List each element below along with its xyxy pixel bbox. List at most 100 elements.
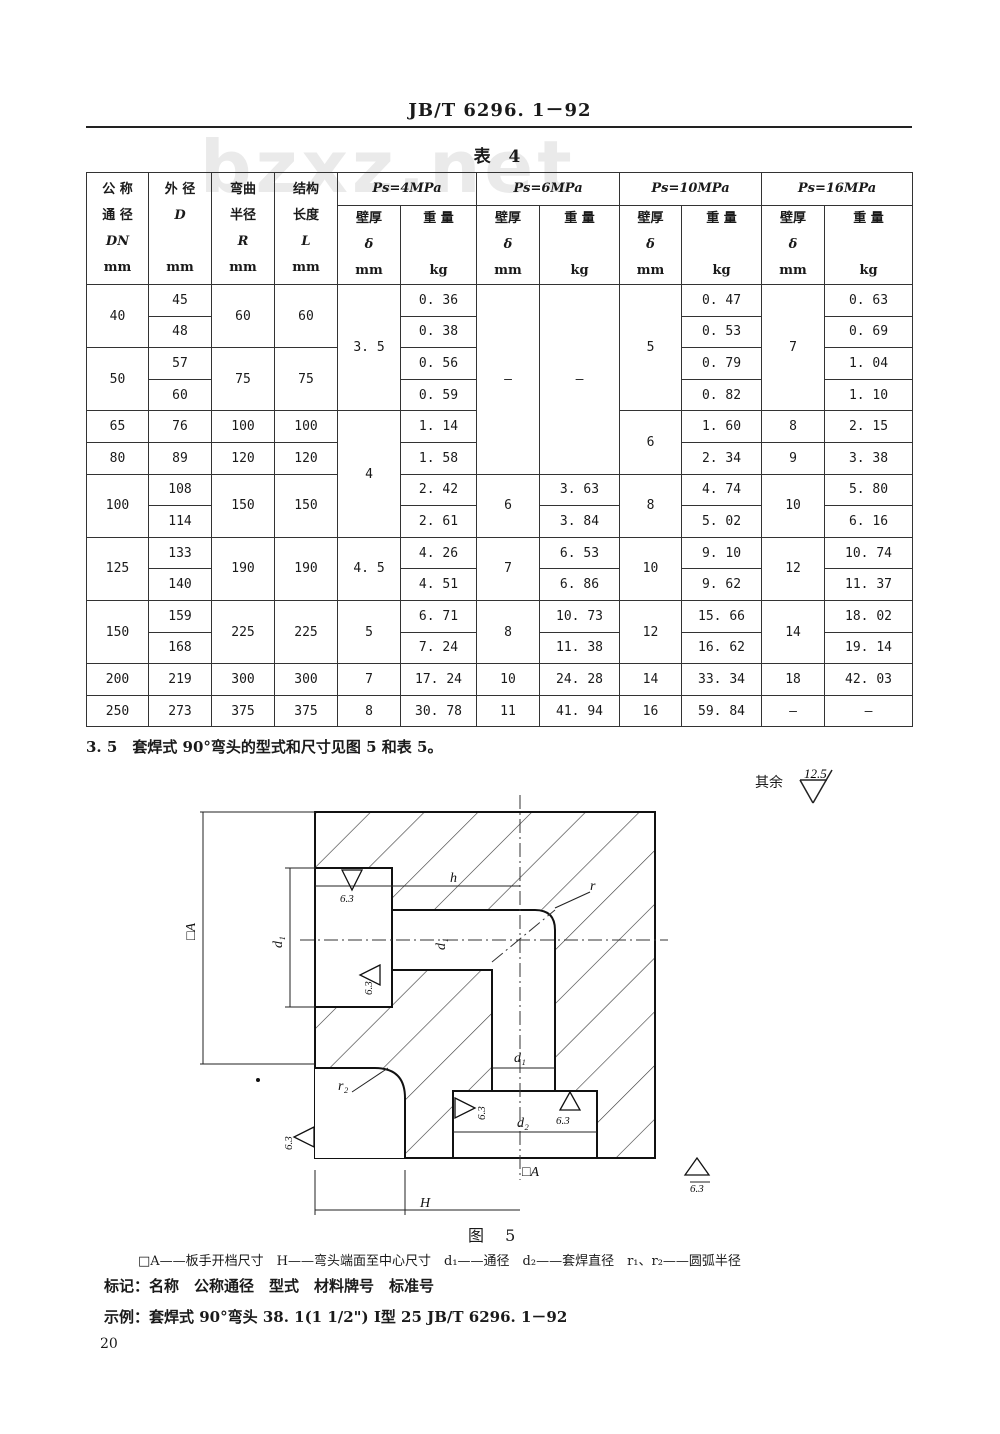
dimension-label-H: H [419,1196,431,1211]
cell-w4: 0. 59 [400,378,477,412]
dimension-label-d1-left: d₁ [271,936,286,948]
cell-w16: — [824,694,914,728]
table-row: 100 108 150 150 2. 42 6 3. 63 8 4. 74 10… [86,473,914,538]
cell-w16: 18. 02 [824,599,914,633]
section-3-5-text: 3. 5 套焊式 90°弯头的型式和尺寸见图 5 和表 5。 [86,738,443,756]
cell-r: 100 [211,410,275,443]
cell-w4: 7. 24 [400,631,477,665]
cell-r: 300 [211,663,275,696]
elbow-outline [314,811,656,1159]
cell-d: 48 [148,315,212,349]
cell-w16: 0. 69 [824,315,914,349]
cell-l: 190 [274,536,338,601]
cell-t6: 10 [476,663,540,696]
cell-t6: 7 [476,536,540,601]
cell-w10: 0. 82 [680,378,763,412]
cell-l: 120 [274,441,338,475]
cell-w6: 3. 84 [539,505,620,538]
stray-dot [256,1078,260,1082]
cell-t6: 8 [476,599,540,665]
cell-r: 75 [211,347,275,412]
roughness-value-label: 12.5 [804,766,827,781]
cell-l: 100 [274,410,338,443]
cell-w4: 2. 61 [400,505,477,538]
cell-w4: 1. 14 [400,410,477,443]
cell-d: 57 [148,347,212,380]
figure-caption: 图 5 [468,1226,524,1245]
dimension-label-h: h [450,871,457,886]
elbow-body-hatched [315,812,655,1158]
cell-dn: 200 [86,663,149,696]
table-row: 250 273 375 375 8 30. 78 11 41. 94 16 59… [86,694,914,728]
example-line: 示例：套焊式 90°弯头 38. 1(1 1/2") Ⅰ型 25 JB/T 62… [104,1308,568,1326]
cell-d: 219 [148,663,212,696]
cell-t6: 6 [476,473,540,538]
cell-w16: 2. 15 [824,410,914,443]
table-row: 150 159 225 225 5 6. 71 8 10. 73 12 15. … [86,599,914,665]
dimension-lines [200,811,710,1215]
figure-legend: □A——板手开档尺寸 H——弯头端面至中心尺寸 d₁——通径 d₂——套焊直径 … [138,1254,741,1269]
cell-r: 120 [211,441,275,475]
cell-t6: 11 [476,694,540,728]
cell-d: 108 [148,473,212,507]
header-weight: 重 量 kg [539,205,620,285]
cell-t16: 14 [761,599,826,665]
cell-d: 76 [148,410,212,443]
roughness-symbol-icon: 12.5 [799,766,833,804]
cell-d: 159 [148,599,212,633]
cell-dn: 250 [86,694,149,728]
table-row: 168 7. 24 11. 38 16. 62 19. 14 [87,631,914,665]
cell-w10: 1. 60 [680,410,763,443]
cell-w16: 11. 37 [824,568,914,601]
table-row: 48 0. 38 0. 53 0. 69 [87,315,914,349]
header-rule [86,126,912,128]
cell-dn: 50 [86,347,149,412]
document-code-header: JB/T 6296. 1－92 [408,100,592,121]
table-row: 65 76 100 100 4 1. 14 6 1. 60 8 2. 15 [86,410,914,538]
dimension-label-d1-bottom: d₁ [514,1051,526,1066]
cell-d: 60 [148,378,212,412]
header-group-6mpa: Ps=6MPa [476,172,620,206]
cell-dn: 150 [86,599,149,665]
roughness-other-label: 其余 [755,775,783,791]
cell-w10: 59. 84 [680,694,763,728]
table-row: 125 133 190 190 4. 5 4. 26 7 6. 53 10 9.… [86,536,914,601]
roughness-label: 6.3 [476,1106,488,1120]
roughness-label: 6.3 [556,1115,570,1127]
cell-t16: 12 [761,536,826,601]
cell-d: 133 [148,536,212,570]
roughness-label: 6.3 [340,893,354,905]
dimension-label-r: r [590,879,596,894]
cell-w6: 3. 63 [539,473,620,507]
header-weight: 重 量 kg [680,205,763,285]
cell-w4: 1. 58 [400,441,477,475]
cell-d: 273 [148,694,212,728]
cell-w16: 42. 03 [824,663,914,696]
cell-w10: 0. 47 [680,284,763,317]
dimension-label-A: □A [184,923,199,940]
cell-w4: 4. 51 [400,568,477,601]
cell-d: 168 [148,631,212,665]
cell-w10: 5. 02 [680,505,763,538]
dimension-label-d1-inner: d₁ [434,938,449,950]
cell-w16: 1. 04 [824,347,914,380]
dimension-label-r2: r₂ [338,1079,348,1094]
header-group-10mpa: Ps=10MPa [618,172,763,206]
cell-w16: 1. 10 [824,378,914,412]
roughness-6-3-icons [292,869,711,1176]
cell-w10: 0. 53 [680,315,763,349]
cell-w10: 16. 62 [680,631,763,665]
cell-t10: 16 [619,694,682,728]
cell-w6: 24. 28 [539,663,620,696]
roughness-label: 6.3 [690,1183,704,1195]
cell-w10: 2. 34 [680,441,763,475]
cell-t16: 7 [761,283,826,412]
cell-w4: 17. 24 [400,663,477,696]
